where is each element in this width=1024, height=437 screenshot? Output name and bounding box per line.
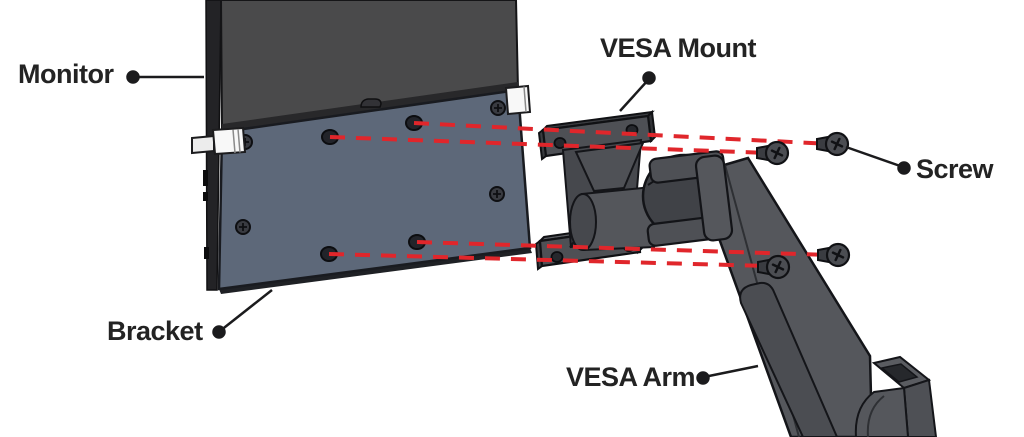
monitor-leader-dot [126,70,140,84]
screw-cross-icon [770,146,784,160]
screw-cross-icon [830,137,844,151]
mounting-clips [191,84,532,156]
screw-label: Screw [916,154,994,184]
vesa-mount-label: VESA Mount [600,33,757,63]
leader-lines [126,70,911,385]
screw-bottom-left [757,254,791,280]
alignment-line-top-1 [413,121,832,146]
top-right-clip-seam [523,86,527,113]
screw-cross-icon [831,248,845,262]
monitor-side-button [203,170,208,186]
bracket-top-tab [360,98,382,108]
monitor-label: Monitor [18,59,114,89]
clamp-side-piece [694,154,734,242]
screw-cross-icon [494,104,502,112]
screw-top-right [816,131,850,157]
arm-cup-opening [880,363,919,383]
mount-hole [553,137,567,149]
alignment-line-bottom-1 [416,240,831,257]
screws [756,131,851,280]
vesa-mount-leader-line [619,78,650,112]
bracket-illustration [191,84,532,294]
screw-top-left [756,140,790,166]
vesa-arm-label: VESA Arm [566,362,696,392]
arm-inner-panel [739,281,839,437]
screw-leader-dot [897,161,911,175]
screw-bottom-right [817,242,851,268]
bracket-plate [217,88,532,291]
alignment-line-bottom-2 [328,252,768,268]
left-clip-seams [232,128,241,154]
left-clip [211,126,247,156]
left-clip-tab [191,134,215,155]
ball-joint [641,150,734,247]
pivot-cylinder-cap [569,193,597,251]
vesa-arm-leader-dot [696,371,710,385]
vesa-arm-leader-line [703,364,759,379]
arm-cup-curve-line [866,395,885,437]
alignment-dashed-lines [328,121,832,268]
vesa-mount-leader-dot [642,71,656,85]
screw-cross-icon [493,190,501,198]
screw-leader-line [845,145,904,169]
alignment-line-top-2 [329,135,770,155]
arm-cup-rightface [902,378,938,437]
monitor-side-button [203,192,208,201]
bracket-bottom-edge [219,248,532,294]
monitor-side-button [204,247,209,259]
bracket-leader-dot [212,325,226,339]
mount-hole [550,251,564,263]
screw-cross-icon [771,260,785,274]
bracket-label: Bracket [107,316,203,346]
vesa-arm-illustration [712,156,938,437]
screw-cross-icon [239,223,247,231]
vesa-mount-illustration [534,109,657,271]
bracket-leader-line [219,289,273,332]
